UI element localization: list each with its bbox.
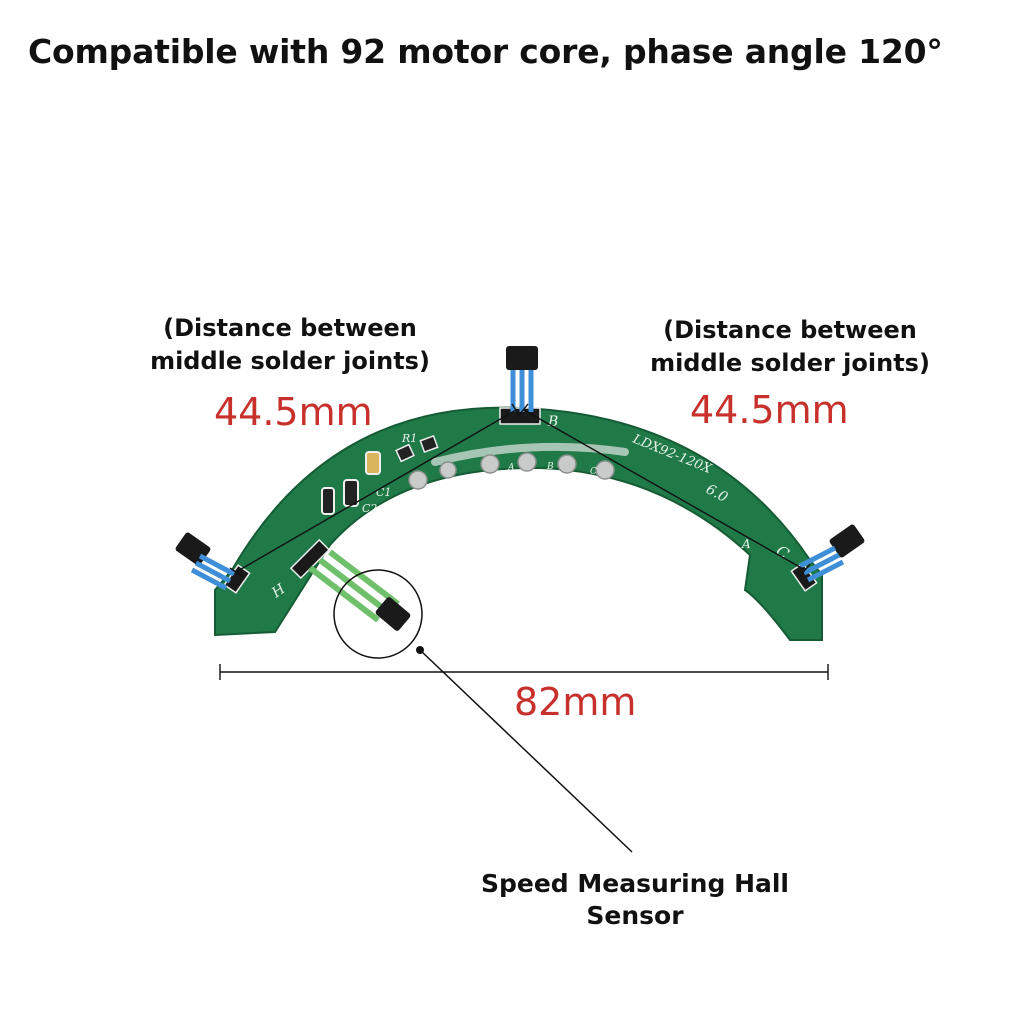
silk-a: A xyxy=(741,537,751,551)
left-dimension-label: 44.5mm xyxy=(214,390,373,434)
pad-label-a: A xyxy=(507,463,515,473)
right-hall-sensor xyxy=(798,524,865,583)
silk-arc-strip xyxy=(431,442,629,466)
callout-circle xyxy=(333,569,423,659)
right-note-line1: (Distance between xyxy=(663,316,917,344)
right-dimension-label: 44.5mm xyxy=(690,388,849,432)
pcb-board xyxy=(214,406,823,641)
page-title: Compatible with 92 motor core, phase ang… xyxy=(28,32,943,71)
left-distance-note: (Distance between middle solder joints) xyxy=(145,312,435,378)
speed-hall-sensor xyxy=(308,549,411,631)
right-distance-note: (Distance between middle solder joints) xyxy=(645,314,935,380)
callout-leader-line xyxy=(419,649,633,853)
bottom-dimension-label: 82mm xyxy=(514,680,637,724)
callout-line2: Sensor xyxy=(586,901,684,930)
callout-line1: Speed Measuring Hall xyxy=(480,869,790,898)
solder-pads xyxy=(408,452,615,490)
speed-sensor-callout: Speed Measuring Hall Sensor xyxy=(470,868,800,932)
silk-c2: C2 xyxy=(362,502,377,515)
silk-b: B xyxy=(547,414,558,430)
dimension-lines xyxy=(219,403,829,680)
pad-label-b: B xyxy=(546,462,554,472)
left-note-line1: (Distance between xyxy=(163,314,417,342)
pad-label-c: C xyxy=(590,467,597,477)
top-hall-sensor xyxy=(506,346,538,412)
right-note-line2: middle solder joints) xyxy=(650,349,930,377)
left-hall-sensor xyxy=(175,532,236,591)
left-note-line2: middle solder joints) xyxy=(150,347,430,375)
silk-r1: R1 xyxy=(401,432,417,445)
silk-c1: C1 xyxy=(376,486,391,499)
